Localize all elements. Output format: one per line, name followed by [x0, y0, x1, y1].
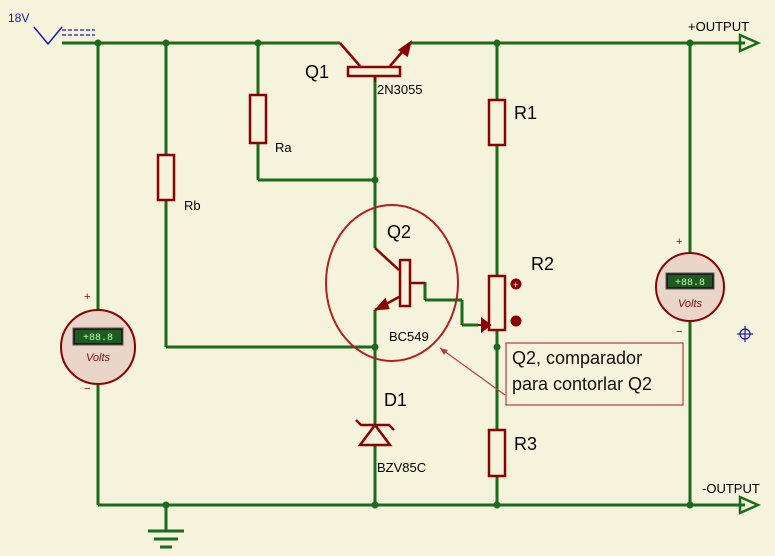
d1-ref-label: D1: [384, 390, 407, 410]
supply-terminal[interactable]: 18V: [8, 11, 95, 46]
ra-ref-label: Ra: [275, 140, 292, 155]
potentiometer-wiper-icon: [478, 317, 492, 333]
voltmeter-right-minus: −: [676, 326, 682, 338]
resistor-r3[interactable]: [487, 428, 507, 478]
annotation-line-2: para contorlar Q2: [512, 374, 652, 394]
negative-output-label: -OUTPUT: [702, 481, 760, 496]
resistor-rb[interactable]: [156, 153, 176, 202]
r2-decrease-button[interactable]: [510, 315, 522, 327]
voltmeter-right-reading: +88.8: [675, 278, 705, 289]
r1-ref-label: R1: [514, 103, 537, 123]
q1-ref-label: Q1: [305, 62, 329, 82]
resistor-r1[interactable]: [487, 98, 507, 147]
voltmeter-left-unit: Volts: [86, 352, 111, 364]
positive-output-label: +OUTPUT: [688, 19, 749, 34]
voltmeter-left-reading: +88.8: [83, 333, 113, 344]
q2-part-label: BC549: [389, 329, 429, 344]
d1-part-label: BZV85C: [377, 460, 426, 475]
rb-ref-label: Rb: [184, 198, 201, 213]
transistor-q1[interactable]: [339, 40, 413, 82]
r2-adjust-controls[interactable]: +: [510, 278, 522, 327]
voltmeter-right[interactable]: +88.8 Volts + −: [655, 236, 725, 338]
voltmeter-left-minus: −: [84, 383, 90, 395]
crosshair-icon: [737, 326, 753, 342]
q2-highlight-ellipse: [325, 204, 459, 362]
zener-diode-d1[interactable]: [355, 419, 395, 447]
resistor-ra[interactable]: [248, 93, 268, 145]
transistor-q2[interactable]: [373, 247, 425, 312]
supply-label: 18V: [8, 11, 29, 25]
voltmeter-left[interactable]: +88.8 Volts + −: [60, 291, 136, 395]
voltmeter-left-plus: +: [84, 291, 90, 303]
voltmeter-right-plus: +: [676, 236, 682, 248]
annotation-line-1: Q2, comparador: [512, 348, 642, 368]
q2-ref-label: Q2: [387, 222, 411, 242]
ground-icon: [148, 529, 184, 549]
svg-text:+: +: [513, 280, 518, 290]
positive-output-terminal[interactable]: +OUTPUT: [688, 19, 762, 53]
r3-ref-label: R3: [514, 434, 537, 454]
voltmeter-right-unit: Volts: [678, 298, 703, 310]
potentiometer-r2[interactable]: [487, 274, 507, 332]
junction-dots: [94, 39, 694, 509]
r2-increase-button[interactable]: [510, 278, 522, 290]
wires: [62, 41, 745, 530]
q1-part-label: 2N3055: [377, 82, 423, 97]
negative-output-terminal[interactable]: -OUTPUT: [702, 481, 762, 515]
annotation-callout: Q2, comparador para contorlar Q2: [439, 342, 684, 406]
r2-ref-label: R2: [531, 254, 554, 274]
